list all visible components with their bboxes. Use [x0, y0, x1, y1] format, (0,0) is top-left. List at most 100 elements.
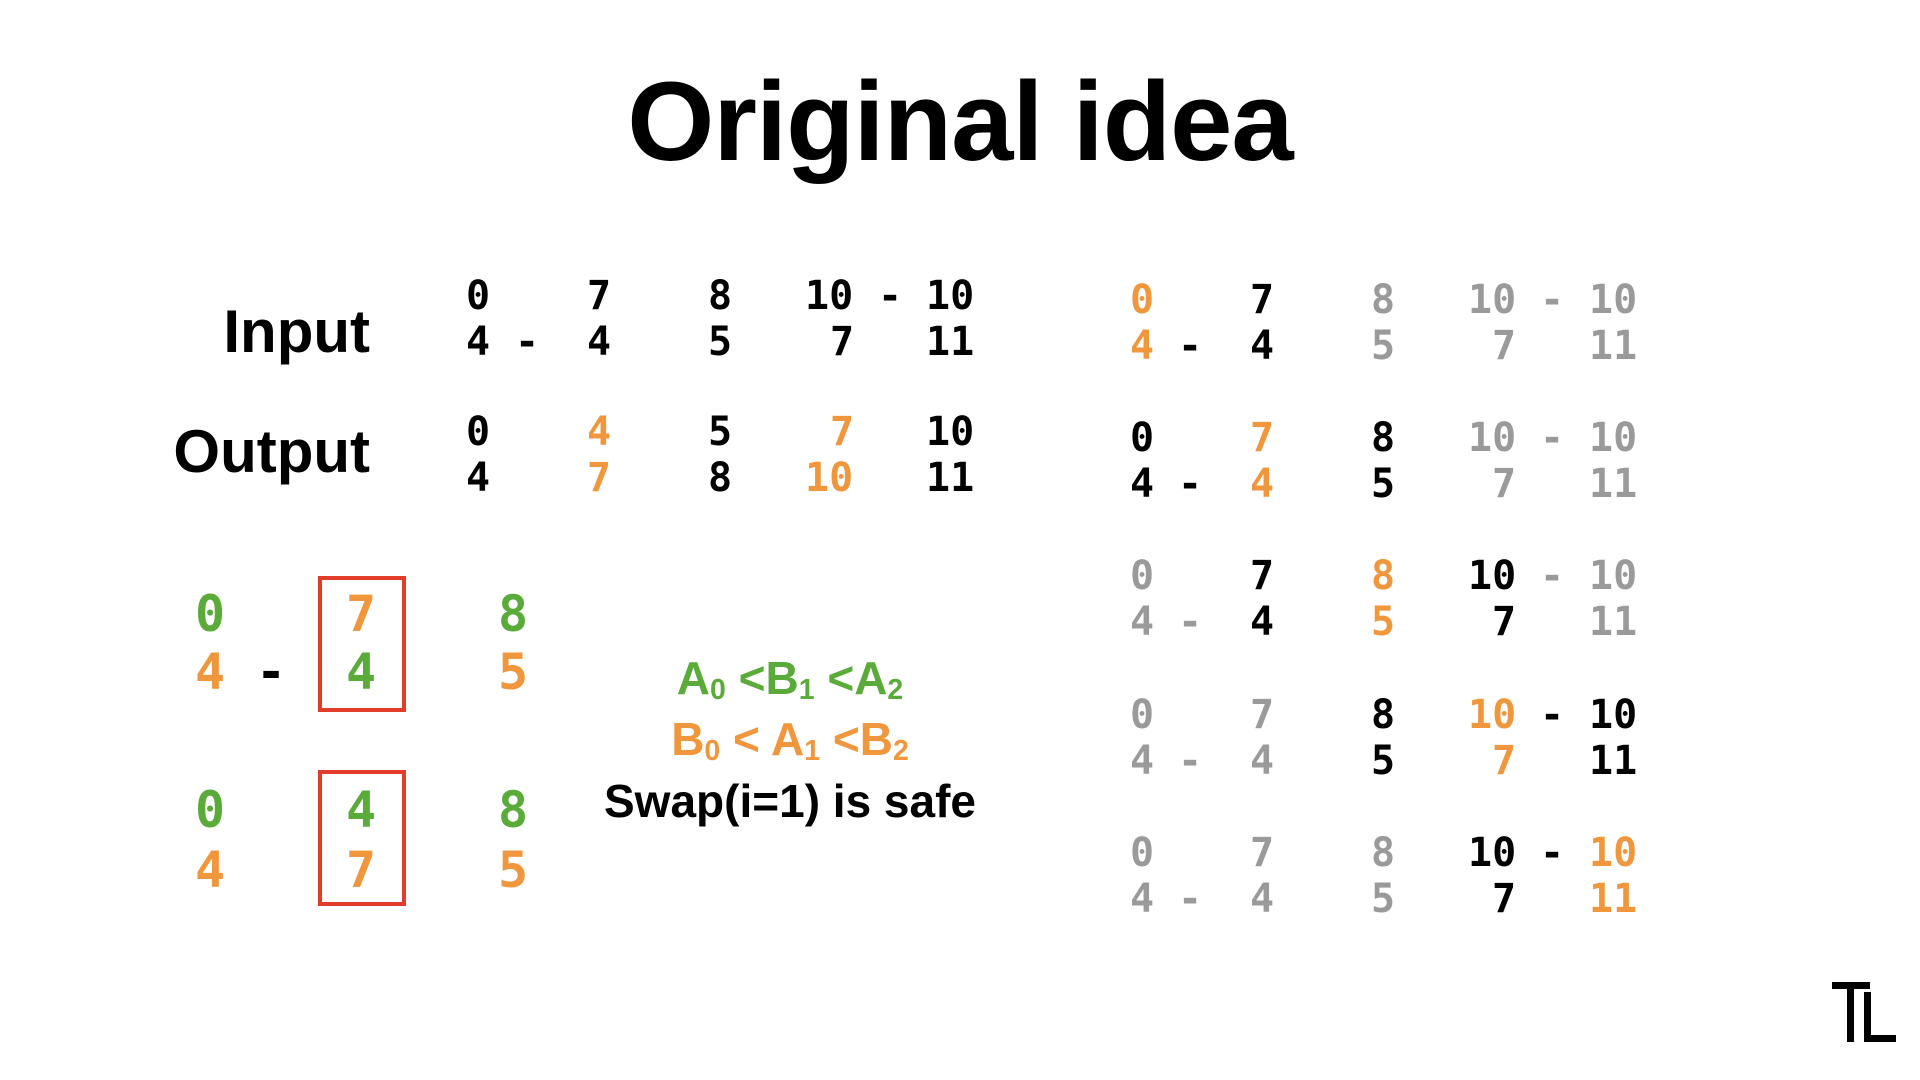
highlight-box-after — [318, 770, 406, 906]
step-1-top-2: 8 — [1371, 277, 1396, 323]
output-top-4: 10 — [926, 409, 975, 455]
step-5-bottom-3: 7 — [1492, 876, 1517, 922]
step-5-dash-top: - — [1540, 830, 1565, 876]
tl-logo-icon — [1832, 982, 1896, 1047]
step-5-bottom-1: 4 — [1250, 876, 1275, 922]
step-1-top-4: 10 — [1589, 277, 1638, 323]
input-top-0: 0 — [466, 273, 491, 319]
input-top-1: 7 — [587, 273, 612, 319]
step-2-dash-top: - — [1540, 415, 1565, 461]
input-bottom-3: 7 — [830, 319, 855, 365]
input-dash-top: - — [878, 273, 903, 319]
step-3-bottom-0: 4 — [1130, 599, 1155, 645]
step-1-bottom-1: 4 — [1250, 323, 1275, 369]
step-1-top-3: 10 — [1468, 277, 1517, 323]
step-5-top-3: 10 — [1468, 830, 1517, 876]
step-4-top-0: 0 — [1130, 692, 1155, 738]
step-5-top-4: 10 — [1589, 830, 1638, 876]
step-5-top-0: 0 — [1130, 830, 1155, 876]
input-bottom-0: 4 — [466, 319, 491, 365]
swap-after-bottom-1: 7 — [346, 841, 377, 899]
step-2-bottom-4: 11 — [1589, 461, 1638, 507]
output-top-2: 5 — [708, 409, 733, 455]
swap-after-top-0: 0 — [195, 781, 226, 839]
input-top-4: 10 — [926, 273, 975, 319]
step-4-bottom-4: 11 — [1589, 738, 1638, 784]
swap-before-top-2: 8 — [498, 585, 529, 643]
step-1-dash-bottom: - — [1178, 323, 1203, 369]
step-1-top-1: 7 — [1250, 277, 1275, 323]
step-4-dash-top: - — [1540, 692, 1565, 738]
swap-before-dash: - — [256, 643, 287, 701]
step-2-top-2: 8 — [1371, 415, 1396, 461]
output-bottom-1: 7 — [587, 455, 612, 501]
step-4-bottom-2: 5 — [1371, 738, 1396, 784]
input-top-3: 10 — [805, 273, 854, 319]
step-3-dash-top: - — [1540, 553, 1565, 599]
condition-a: A0 <B1 <A2 — [676, 652, 904, 707]
step-2-bottom-2: 5 — [1371, 461, 1396, 507]
step-3-bottom-3: 7 — [1492, 599, 1517, 645]
step-2-dash-bottom: - — [1178, 461, 1203, 507]
output-bottom-0: 4 — [466, 455, 491, 501]
step-3-top-2: 8 — [1371, 553, 1396, 599]
step-5-bottom-0: 4 — [1130, 876, 1155, 922]
input-bottom-2: 5 — [708, 319, 733, 365]
output-label: Output — [173, 418, 370, 485]
step-4-bottom-3: 7 — [1492, 738, 1517, 784]
step-3-bottom-2: 5 — [1371, 599, 1396, 645]
step-4-dash-bottom: - — [1178, 738, 1203, 784]
step-5-bottom-4: 11 — [1589, 876, 1638, 922]
step-3-top-3: 10 — [1468, 553, 1517, 599]
swap-safe-note: Swap(i=1) is safe — [604, 775, 976, 827]
step-5-top-2: 8 — [1371, 830, 1396, 876]
swap-after-bottom-2: 5 — [498, 841, 529, 899]
swap-before-bottom-1: 4 — [346, 643, 377, 701]
swap-before-bottom-2: 5 — [498, 643, 529, 701]
step-3-top-1: 7 — [1250, 553, 1275, 599]
step-4-bottom-1: 4 — [1250, 738, 1275, 784]
step-4-top-2: 8 — [1371, 692, 1396, 738]
swap-before-top-0: 0 — [195, 585, 226, 643]
step-2-bottom-0: 4 — [1130, 461, 1155, 507]
swap-after-top-2: 8 — [498, 781, 529, 839]
swap-before-top-1: 7 — [346, 585, 377, 643]
step-2-bottom-1: 4 — [1250, 461, 1275, 507]
step-5-dash-bottom: - — [1178, 876, 1203, 922]
highlight-box-before — [318, 576, 406, 712]
swap-after-bottom-0: 4 — [195, 841, 226, 899]
output-top-1: 4 — [587, 409, 612, 455]
swap-before-bottom-0: 4 — [195, 643, 226, 701]
step-1-top-0: 0 — [1130, 277, 1155, 323]
step-2-top-1: 7 — [1250, 415, 1275, 461]
step-1-bottom-0: 4 — [1130, 323, 1155, 369]
output-top-0: 0 — [466, 409, 491, 455]
step-2-top-4: 10 — [1589, 415, 1638, 461]
step-2-bottom-3: 7 — [1492, 461, 1517, 507]
step-2-top-0: 0 — [1130, 415, 1155, 461]
step-5-top-1: 7 — [1250, 830, 1275, 876]
step-3-bottom-1: 4 — [1250, 599, 1275, 645]
condition-b: B0 < A1 <B2 — [671, 713, 909, 768]
input-label: Input — [223, 298, 370, 365]
step-1-dash-top: - — [1540, 277, 1565, 323]
step-4-top-3: 10 — [1468, 692, 1517, 738]
output-top-3: 7 — [830, 409, 855, 455]
step-4-top-4: 10 — [1589, 692, 1638, 738]
step-1-bottom-3: 7 — [1492, 323, 1517, 369]
input-dash-bottom: - — [515, 319, 540, 365]
input-top-2: 8 — [708, 273, 733, 319]
step-4-top-1: 7 — [1250, 692, 1275, 738]
step-3-bottom-4: 11 — [1589, 599, 1638, 645]
input-bottom-4: 11 — [926, 319, 975, 365]
step-5-bottom-2: 5 — [1371, 876, 1396, 922]
step-2-top-3: 10 — [1468, 415, 1517, 461]
output-bottom-3: 10 — [805, 455, 854, 501]
step-3-top-0: 0 — [1130, 553, 1155, 599]
step-3-top-4: 10 — [1589, 553, 1638, 599]
output-bottom-4: 11 — [926, 455, 975, 501]
output-bottom-2: 8 — [708, 455, 733, 501]
slide-title: Original idea — [627, 59, 1293, 184]
swap-after-top-1: 4 — [346, 781, 377, 839]
step-3-dash-bottom: - — [1178, 599, 1203, 645]
